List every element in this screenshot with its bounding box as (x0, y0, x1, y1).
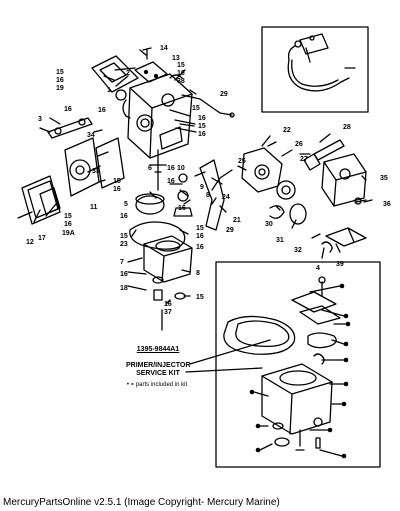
callout: 10 (177, 165, 185, 172)
callout: 16 (167, 178, 175, 185)
callout: 21 (233, 217, 241, 224)
solenoid-housing-35 (321, 153, 367, 207)
callout: 31 (276, 237, 284, 244)
plate-13 (134, 61, 168, 83)
kit-float-bowl (261, 363, 333, 435)
float-5 (135, 195, 165, 215)
callout: 16 (164, 301, 172, 308)
callout: 27 (300, 156, 308, 163)
callout: 29 (226, 227, 234, 234)
pump-gasket (95, 137, 125, 189)
callout: 16 (64, 221, 72, 228)
kit-title-line2: SERVICE KIT (136, 370, 180, 377)
callout: 16 (198, 131, 206, 138)
callout: 5 (124, 201, 128, 208)
callout: 15 (64, 213, 72, 220)
callout: 17 (38, 235, 46, 242)
callout: 16 (198, 115, 206, 122)
callout: 15 (196, 225, 204, 232)
carburetor-body (122, 73, 193, 159)
callout: 22 (283, 127, 291, 134)
throttle-arm-3 (47, 117, 93, 139)
bracket-37-illustration (287, 33, 350, 92)
callout: 16 (120, 271, 128, 278)
callout: 6 (148, 165, 152, 172)
callout: 26 (295, 141, 303, 148)
kit-cover (291, 291, 337, 313)
callout: 16 (98, 107, 106, 114)
callout: 32 (294, 247, 302, 254)
callout: 16 (178, 205, 186, 212)
pump-cover-11 (64, 137, 106, 197)
callout: 15 (196, 294, 204, 301)
callout: 15 (56, 69, 64, 76)
bowl-gasket (129, 221, 186, 250)
kit-part-number: 1395-9844A1 (136, 346, 180, 353)
callout: 16 (120, 213, 128, 220)
callout: 24 (222, 194, 230, 201)
linkage-rod-29 (181, 94, 233, 116)
gear-29 (276, 180, 296, 200)
callout: 15 (113, 178, 121, 185)
callout: 18 (120, 285, 128, 292)
callout: 7 (120, 259, 124, 266)
callout: 16 (64, 106, 72, 113)
callout: 2 (126, 70, 130, 77)
cam-assembly (241, 135, 283, 193)
callout: 29 (220, 91, 228, 98)
callout: 16 (196, 244, 204, 251)
callout: 16 (56, 77, 64, 84)
callout: 16 (113, 186, 121, 193)
plunger-32 (325, 227, 367, 247)
callout: 19A (62, 230, 75, 237)
gear-31 (289, 203, 307, 225)
callout: 34 (87, 132, 95, 139)
float-bowl (143, 235, 193, 283)
callout: 8 (196, 270, 200, 277)
kit-title: PRIMER/INJECTOR SERVICE KIT (126, 362, 190, 378)
callout: 13 (172, 55, 180, 62)
callout: 15 (120, 233, 128, 240)
callout: 15 (177, 62, 185, 69)
kit-title-line1: PRIMER/INJECTOR (126, 362, 191, 369)
callout: 1 (107, 87, 111, 94)
callout: 16 (196, 233, 204, 240)
callout: 16 (177, 70, 185, 77)
callout: 23 (120, 241, 128, 248)
inset-box-37 (261, 26, 369, 113)
callout: 35 (380, 175, 388, 182)
callout: 3 (38, 116, 42, 123)
callout: 16 (167, 165, 175, 172)
kit-gasket (223, 315, 296, 355)
callout: 37 (164, 309, 172, 316)
callout: 9 (200, 184, 204, 191)
copyright-caption: MercuryPartsOnline v2.5.1 (Image Copyrig… (3, 497, 280, 508)
kit-note: • = parts included in kit (126, 382, 188, 388)
callout: 15 (198, 123, 206, 130)
kit-bullets (249, 283, 351, 459)
callout: 30 (265, 221, 273, 228)
callout: 33 (92, 168, 100, 175)
kit-inset-box (215, 261, 381, 468)
callout: 36 (383, 201, 391, 208)
callout: 28 (343, 124, 351, 131)
bracket-24 (199, 159, 225, 231)
callout: 25 (238, 158, 246, 165)
callout: 15 (192, 105, 200, 112)
callout: 19 (56, 85, 64, 92)
callout: 12 (26, 239, 34, 246)
callout: 8 (206, 192, 210, 199)
diaphragm-17 (21, 175, 61, 225)
callout: 11 (90, 204, 98, 211)
callout: 4 (316, 265, 320, 272)
callout: 14 (160, 45, 168, 52)
callout: 38 (177, 78, 185, 85)
gasket-19 (91, 55, 139, 93)
callout: 39 (336, 261, 344, 268)
choke-lever-28 (313, 139, 345, 161)
